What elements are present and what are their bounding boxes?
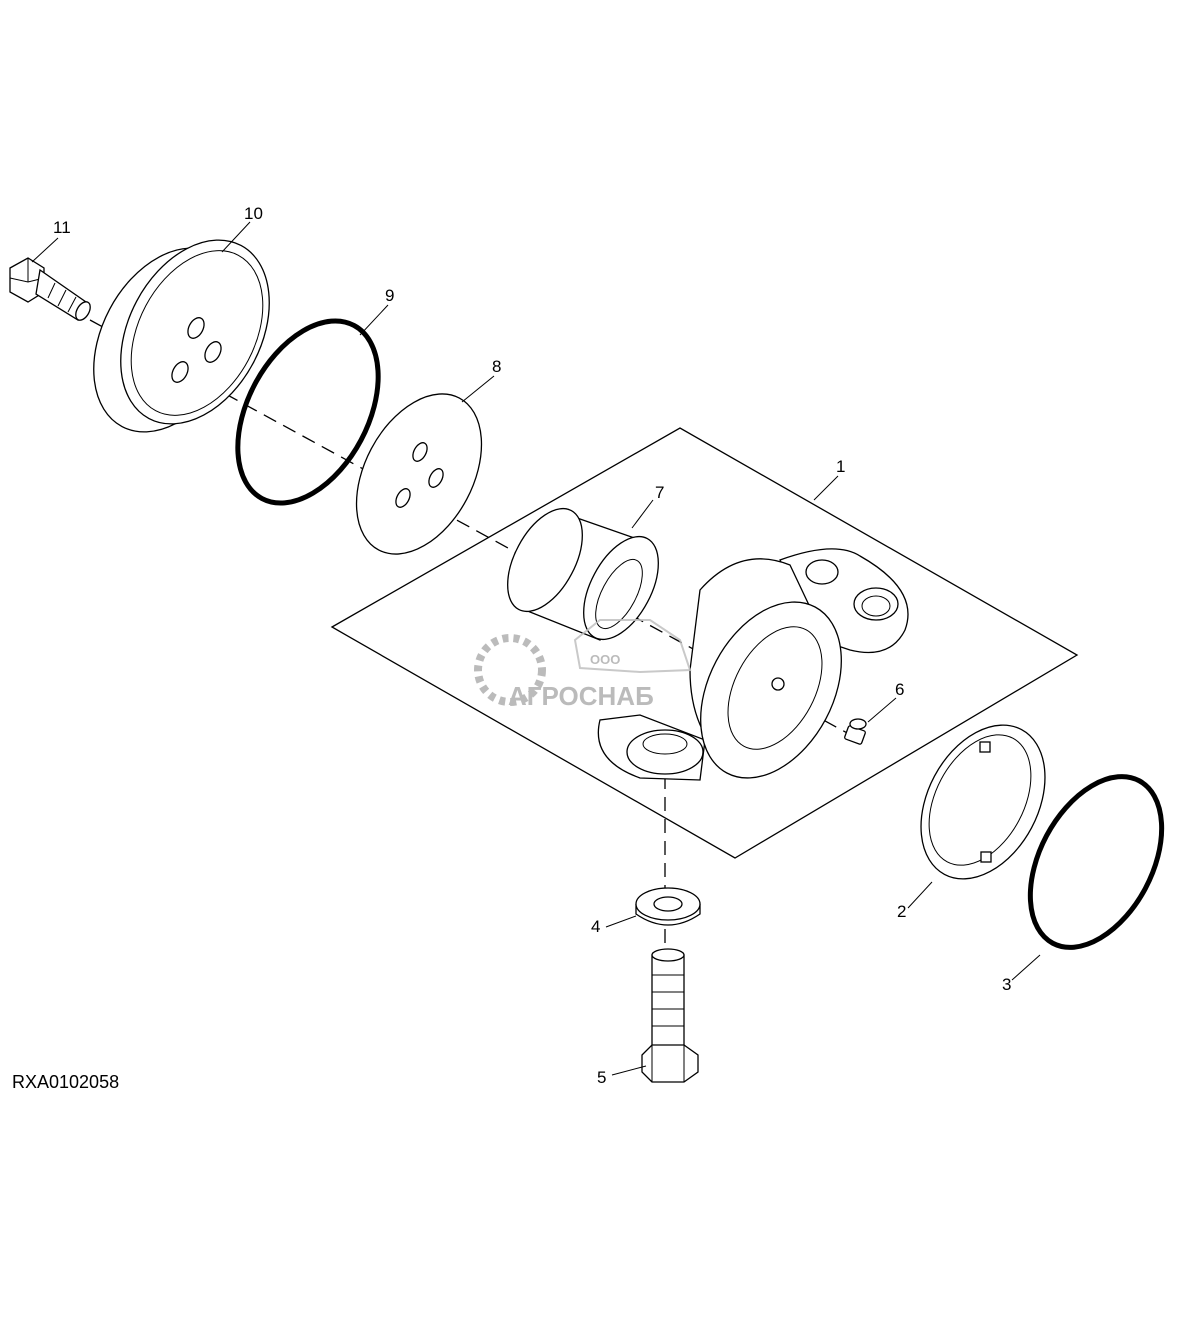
callout-11: 11 — [53, 218, 71, 237]
callout-8: 8 — [492, 357, 501, 376]
watermark-name: АГРОСНАБ — [508, 681, 654, 711]
callout-7: 7 — [655, 483, 664, 502]
watermark-prefix: ООО — [590, 652, 620, 667]
bolt-5 — [641, 948, 699, 1083]
shim-8 — [355, 393, 483, 555]
bearing-housing-1 — [597, 548, 909, 781]
callout-3: 3 — [1002, 975, 1011, 994]
callout-5: 5 — [597, 1068, 606, 1087]
grease-fitting-6 — [844, 718, 867, 745]
callout-9: 9 — [385, 286, 394, 305]
callout-10: 10 — [244, 204, 263, 223]
cover-plate-10 — [93, 239, 270, 433]
leader-lines — [31, 221, 1041, 1076]
watermark: ООО АГРОСНАБ — [474, 619, 692, 711]
assembly-outline — [330, 427, 1079, 859]
retaining-ring-2 — [920, 724, 1046, 880]
washer-4 — [635, 887, 701, 926]
watermark-harvester-icon — [573, 619, 692, 674]
bushing-7 — [507, 507, 659, 641]
callout-6: 6 — [895, 680, 904, 699]
watermark-gear-icon — [474, 634, 546, 706]
o-ring-9 — [235, 318, 381, 506]
bolt-11 — [9, 257, 91, 321]
callout-4: 4 — [591, 917, 600, 936]
callout-1: 1 — [836, 457, 845, 476]
figure-id: RXA0102058 — [12, 1072, 119, 1092]
callout-2: 2 — [897, 902, 906, 921]
o-ring-3 — [1027, 774, 1165, 950]
